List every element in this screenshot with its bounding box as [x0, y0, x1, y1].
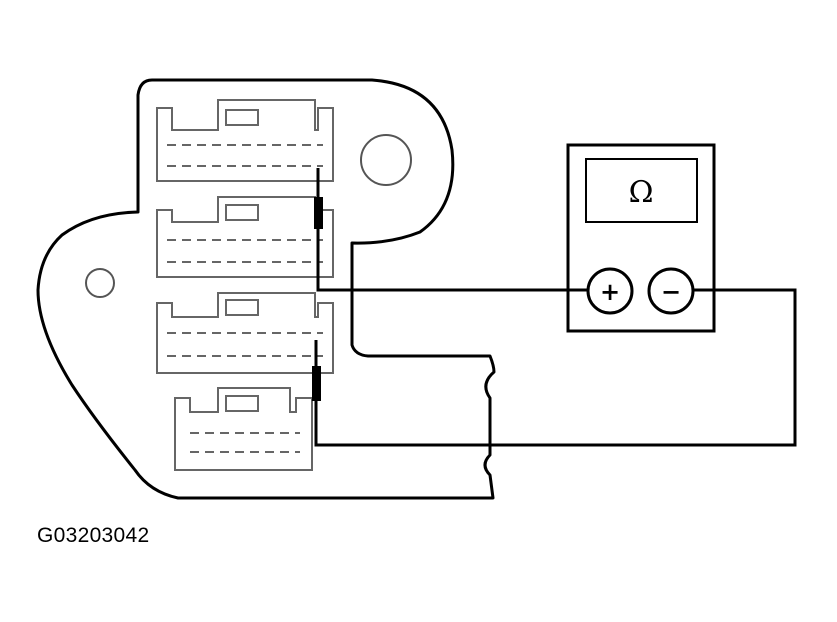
figure-caption: G03203042 [37, 524, 150, 547]
connector-4 [174, 387, 313, 471]
mounting-hole-small [85, 268, 115, 298]
probe-tip-upper [314, 197, 323, 229]
negative-lead-wire [314, 288, 797, 447]
ohm-symbol: Ω [629, 175, 654, 210]
board-outline [36, 78, 496, 500]
negative-terminal-label: − [661, 277, 681, 306]
connector-3 [156, 292, 334, 374]
connector-1 [156, 99, 334, 182]
probe-tip-lower [312, 366, 321, 401]
ohmmeter: Ω + − [566, 143, 716, 333]
ohmmeter-display [585, 158, 698, 223]
mounting-hole-large [360, 134, 412, 186]
positive-terminal-label: + [600, 277, 620, 306]
test-leads [314, 168, 797, 447]
positive-lead-wire [316, 168, 588, 292]
connector-2 [156, 196, 334, 278]
